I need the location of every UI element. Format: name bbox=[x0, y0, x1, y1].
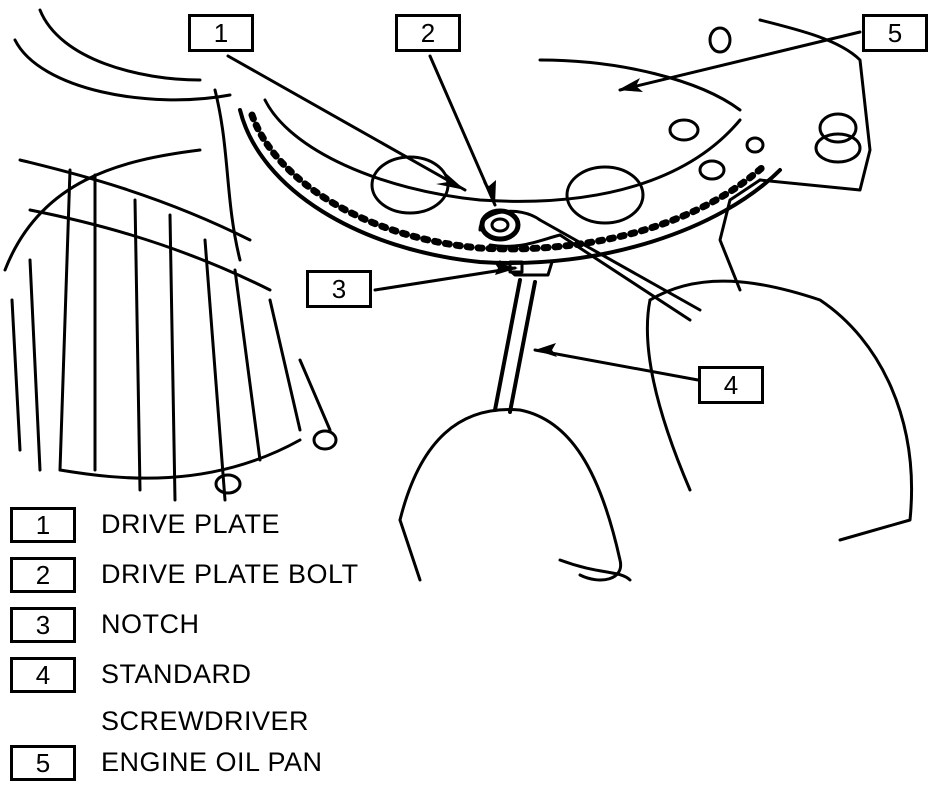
legend-item: 2 DRIVE PLATE BOLT bbox=[10, 557, 359, 598]
callout-5: 5 bbox=[862, 14, 928, 52]
drive-plate-bolt bbox=[479, 208, 521, 242]
screwdriver bbox=[493, 278, 537, 414]
engine-oil-pan bbox=[668, 18, 872, 292]
leader-lines bbox=[226, 30, 862, 382]
legend-label: DRIVE PLATE bbox=[101, 509, 281, 539]
legend-number: 2 bbox=[10, 557, 76, 593]
callout-2: 2 bbox=[395, 14, 461, 52]
legend-item: 3 NOTCH bbox=[10, 607, 200, 648]
legend-label: STANDARD SCREWDRIVER bbox=[101, 659, 310, 736]
hands bbox=[398, 279, 914, 582]
legend-item: 5 ENGINE OIL PAN bbox=[10, 745, 323, 786]
legend-number: 3 bbox=[10, 607, 76, 643]
legend-item: 1 DRIVE PLATE bbox=[10, 507, 280, 548]
drive-plate bbox=[238, 58, 782, 265]
callout-1: 1 bbox=[188, 14, 254, 52]
legend-label: ENGINE OIL PAN bbox=[101, 747, 323, 777]
wrench bbox=[478, 209, 702, 322]
legend-item: 4 STANDARD SCREWDRIVER bbox=[10, 657, 309, 745]
callout-3: 3 bbox=[306, 270, 372, 308]
legend-number: 1 bbox=[10, 507, 76, 543]
legend-number: 5 bbox=[10, 745, 76, 781]
legend-label: DRIVE PLATE BOLT bbox=[101, 559, 359, 589]
callout-4: 4 bbox=[698, 366, 764, 404]
legend-number: 4 bbox=[10, 657, 76, 693]
legend-label: NOTCH bbox=[101, 609, 200, 639]
leader-arrowheads bbox=[436, 78, 643, 357]
transmission-housing bbox=[3, 8, 338, 502]
